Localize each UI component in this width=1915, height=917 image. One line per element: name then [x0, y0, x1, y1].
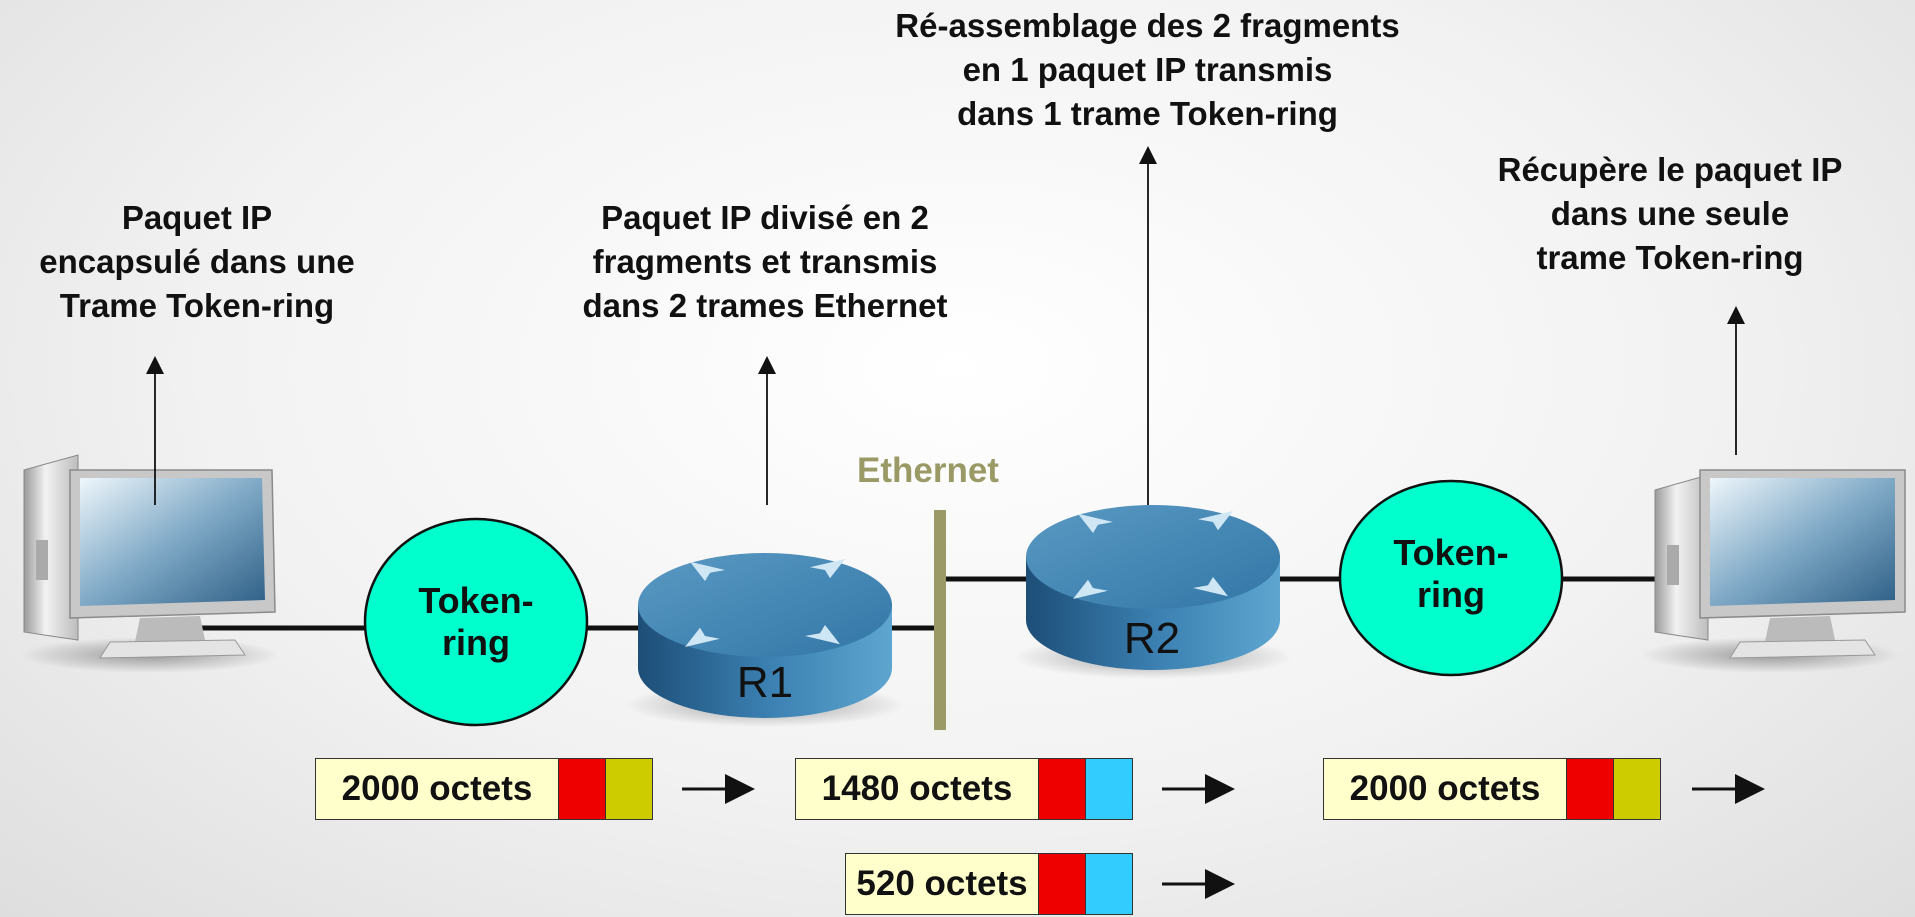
router-r2-icon	[1013, 505, 1293, 679]
frame-trailer-yellow	[605, 759, 652, 819]
ethernet-bus	[934, 510, 946, 730]
annotation-r2: Ré-assemblage des 2 fragments en 1 paque…	[895, 7, 1400, 132]
router-r2-label: R2	[1123, 614, 1181, 663]
frame-right: 2000 octets	[1323, 758, 1661, 820]
frame-trailer-blue	[1085, 759, 1132, 819]
router-r1-icon	[625, 553, 905, 727]
frame-left: 2000 octets	[315, 758, 653, 820]
annotation-host-left: Paquet IP encapsulé dans une Trame Token…	[39, 199, 355, 324]
token-ring-right-label: Token- ring	[1393, 532, 1509, 615]
frame-trailer-blue	[1085, 854, 1132, 914]
annotation-host-right: Récupère le paquet IP dans une seule tra…	[1497, 151, 1843, 276]
frame-trailer-yellow	[1613, 759, 1660, 819]
token-ring-left-label: Token- ring	[418, 580, 534, 663]
token-ring-right-circle	[1338, 479, 1564, 677]
frame-middle-1: 1480 octets	[795, 758, 1133, 820]
computer-left-icon	[20, 454, 280, 673]
frame-payload: 2000 octets	[1349, 769, 1541, 808]
ethernet-label: Ethernet	[857, 451, 999, 490]
router-r1-label: R1	[736, 658, 794, 707]
annotation-r1: Paquet IP divisé en 2 fragments et trans…	[582, 199, 948, 324]
frame-header-red	[1566, 759, 1613, 819]
token-ring-left-circle	[363, 517, 589, 727]
frame-header-red	[1038, 854, 1085, 914]
frame-payload: 1480 octets	[821, 769, 1013, 808]
computer-right-icon	[1640, 469, 1906, 673]
frame-header-red	[1038, 759, 1085, 819]
frame-header-red	[558, 759, 605, 819]
frame-middle-2: 520 octets	[845, 853, 1133, 915]
frame-payload: 2000 octets	[341, 769, 533, 808]
frame-payload: 520 octets	[856, 864, 1028, 903]
